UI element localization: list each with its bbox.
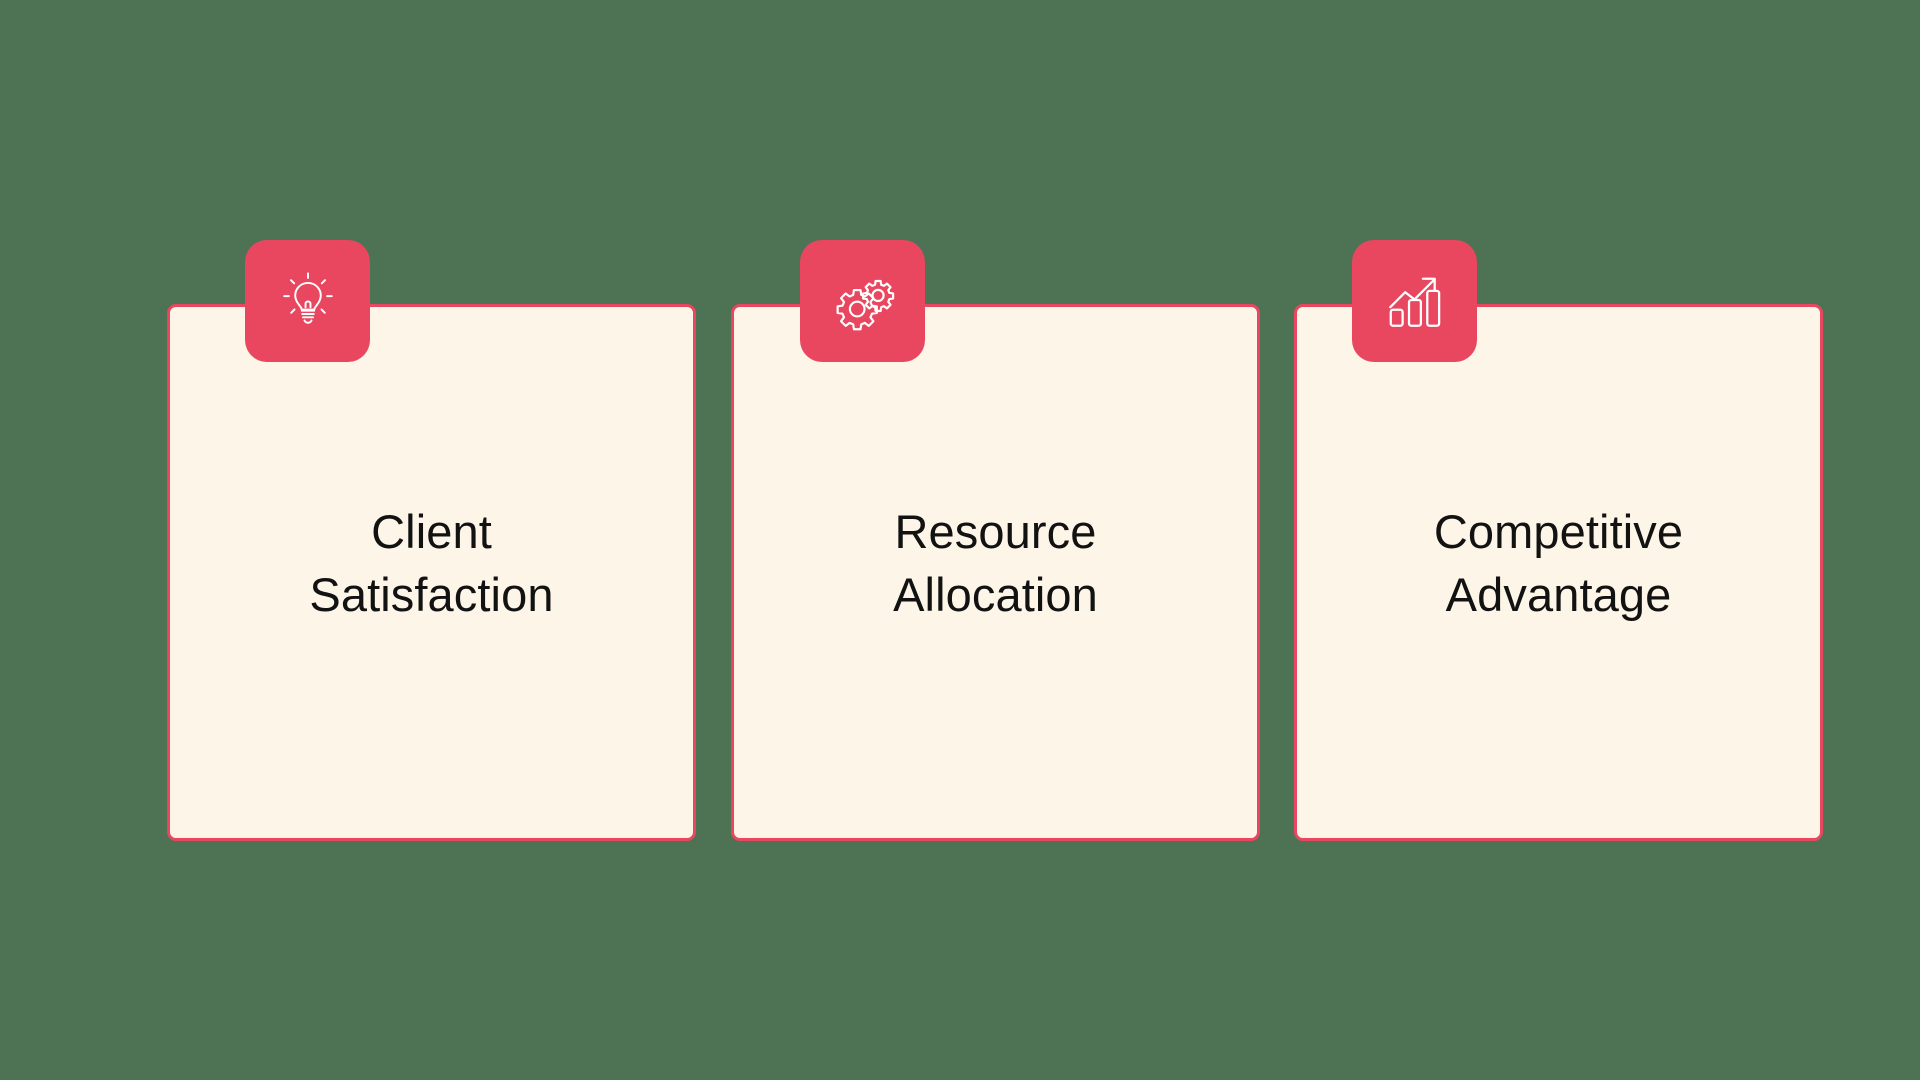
icon-badge-competitive-advantage[interactable] [1352,240,1477,362]
card-client-satisfaction[interactable]: Client Satisfaction [167,304,696,841]
lightbulb-icon [282,272,333,324]
card-title: Competitive Advantage [1433,505,1684,621]
icon-badge-client-satisfaction[interactable] [245,240,370,362]
card-title: Resource Allocation [893,505,1098,621]
card-title: Client Satisfaction [309,505,554,621]
card-resource-allocation[interactable]: Resource Allocation [731,304,1260,841]
bar-chart-growth-icon [1388,277,1440,327]
card-competitive-advantage[interactable]: Competitive Advantage [1294,304,1823,841]
gears-icon [836,279,894,331]
icon-badge-resource-allocation[interactable] [800,240,925,362]
